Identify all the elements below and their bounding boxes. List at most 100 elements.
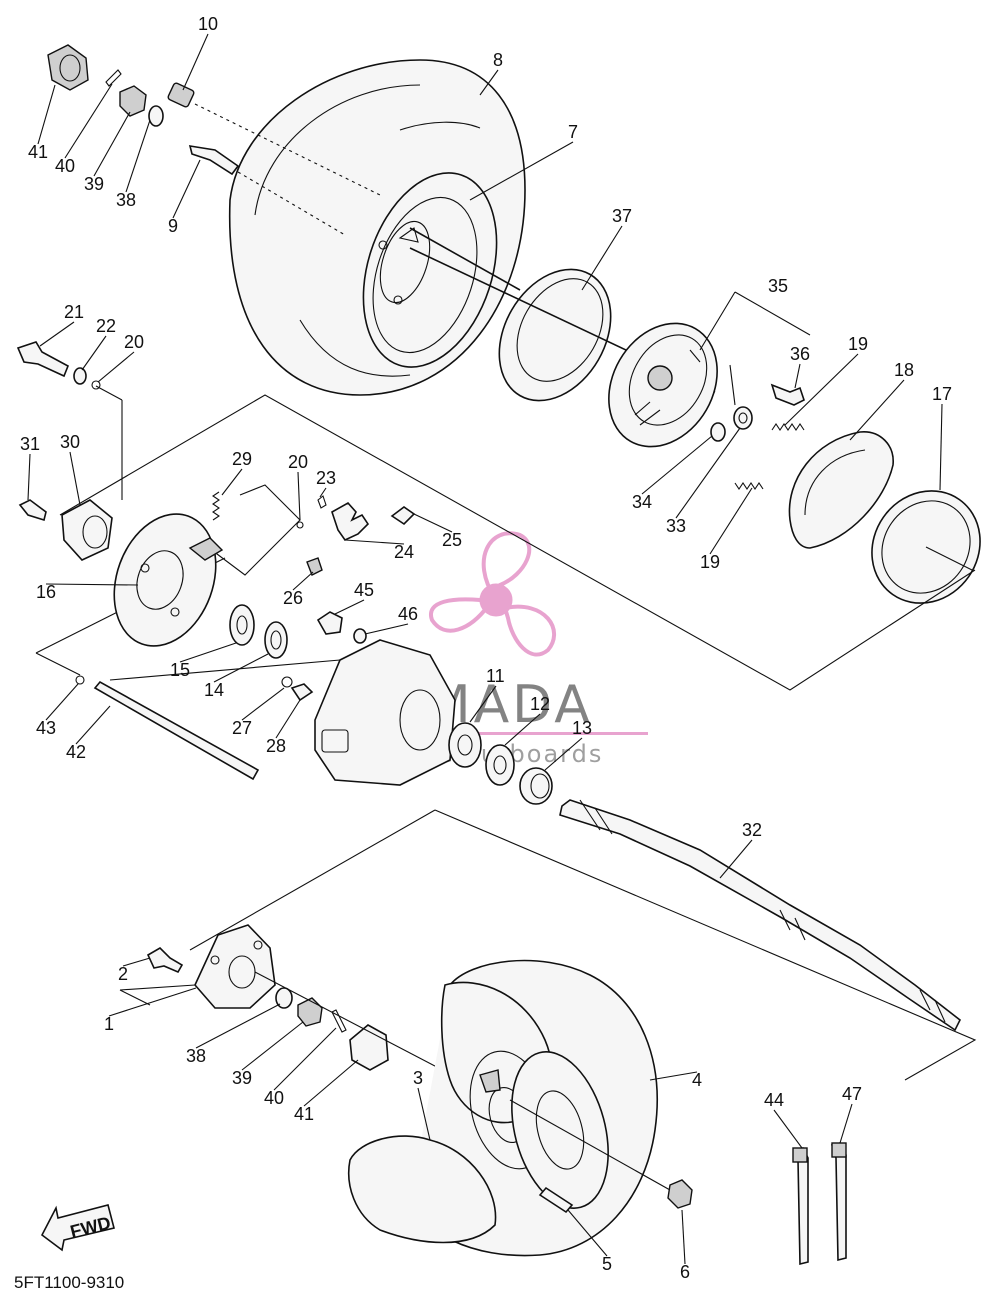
leader-line: [939, 403, 943, 491]
leader-line: [675, 427, 741, 519]
leader-line: [581, 225, 623, 291]
leader-line: [773, 1109, 803, 1149]
callout-38: 38: [116, 190, 136, 210]
callout-34: 34: [632, 492, 652, 512]
callout-20: 20: [288, 452, 308, 472]
leader-line: [469, 141, 574, 201]
callout-1: 1: [104, 1014, 114, 1034]
callout-27: 27: [232, 718, 252, 738]
callout-4: 4: [692, 1070, 702, 1090]
leader-line: [172, 159, 201, 219]
leader-line: [108, 987, 197, 1017]
callout-15: 15: [170, 660, 190, 680]
leader-line: [241, 687, 285, 721]
leader-line: [97, 351, 135, 383]
leader-line: [275, 699, 301, 739]
leader-line: [794, 363, 801, 389]
callout-43: 43: [36, 718, 56, 738]
callout-2: 2: [118, 964, 128, 984]
leader-line: [719, 839, 753, 879]
leader-line: [784, 353, 859, 426]
callout-10: 10: [198, 14, 218, 34]
callout-36: 36: [790, 344, 810, 364]
callout-11: 11: [486, 666, 505, 686]
callout-19: 19: [700, 552, 720, 572]
leader-line: [344, 539, 405, 545]
leader-line: [221, 468, 243, 496]
rear-wheel-assembly-bottom: [119, 924, 847, 1266]
callout-23: 23: [316, 468, 336, 488]
leader-line: [125, 119, 151, 193]
callout-33: 33: [666, 516, 686, 536]
callout-8: 8: [493, 50, 503, 70]
callout-24: 24: [394, 542, 414, 562]
leader-line: [27, 453, 31, 501]
leader-line: [469, 685, 497, 723]
callout-45: 45: [354, 580, 374, 600]
diagram-code: 5FT1100-9310: [14, 1273, 124, 1292]
callout-40: 40: [264, 1088, 284, 1108]
leader-line: [75, 705, 111, 745]
fwd-direction-arrow-icon: FWD: [40, 1204, 115, 1252]
callout-41: 41: [294, 1104, 314, 1124]
rear-axle: [189, 799, 977, 1081]
callout-12: 12: [530, 694, 550, 714]
callout-41: 41: [28, 142, 48, 162]
leader-line: [182, 33, 209, 91]
callout-35: 35: [768, 276, 788, 296]
leader-line: [649, 1071, 698, 1081]
callout-25: 25: [442, 530, 462, 550]
callout-26: 26: [283, 588, 303, 608]
leader-line: [122, 957, 151, 967]
leader-line: [849, 379, 905, 441]
callout-42: 42: [66, 742, 86, 762]
leader-line: [297, 471, 301, 521]
callout-14: 14: [204, 680, 224, 700]
leader-line: [213, 653, 269, 683]
callout-18: 18: [894, 360, 914, 380]
hub-assembly-parts: [16, 341, 553, 805]
callout-46: 46: [398, 604, 418, 624]
leader-line: [567, 1209, 608, 1257]
leader-line: [292, 571, 314, 591]
callout-21: 21: [64, 302, 84, 322]
callout-19: 19: [848, 334, 868, 354]
callout-32: 32: [742, 820, 762, 840]
leader-line: [195, 1003, 281, 1049]
callout-47: 47: [842, 1084, 862, 1104]
callout-13: 13: [572, 718, 592, 738]
leader-line: [709, 487, 753, 555]
leader-line: [39, 321, 75, 347]
callout-37: 37: [612, 206, 632, 226]
leader-line: [241, 1021, 304, 1071]
callout-6: 6: [680, 1262, 690, 1282]
leader-line: [45, 683, 79, 721]
leader-line: [681, 1209, 686, 1265]
leader-line: [179, 642, 237, 663]
callout-39: 39: [232, 1068, 252, 1088]
callout-30: 30: [60, 432, 80, 452]
bracket-35: [699, 291, 811, 351]
leader-line: [303, 1059, 359, 1107]
callout-9: 9: [168, 216, 178, 236]
leader-line: [504, 713, 541, 746]
leader-line: [93, 111, 131, 177]
callout-31: 31: [20, 434, 40, 454]
callout-20: 20: [124, 332, 144, 352]
callout-leader-lines: [27, 33, 943, 1265]
callout-29: 29: [232, 449, 252, 469]
leader-line: [417, 1087, 431, 1141]
callout-5: 5: [602, 1254, 612, 1274]
leader-line: [45, 583, 139, 586]
callout-3: 3: [413, 1068, 423, 1088]
leader-line: [319, 487, 327, 498]
callout-44: 44: [764, 1090, 784, 1110]
callout-numbers: 10 8 41 40 39 38 9 7 37 35 36 19 18 17 2…: [20, 14, 952, 1282]
leader-line: [413, 513, 453, 533]
leader-line: [334, 599, 365, 615]
callout-38: 38: [186, 1046, 206, 1066]
leader-line: [544, 737, 583, 771]
leader-line: [81, 335, 107, 371]
